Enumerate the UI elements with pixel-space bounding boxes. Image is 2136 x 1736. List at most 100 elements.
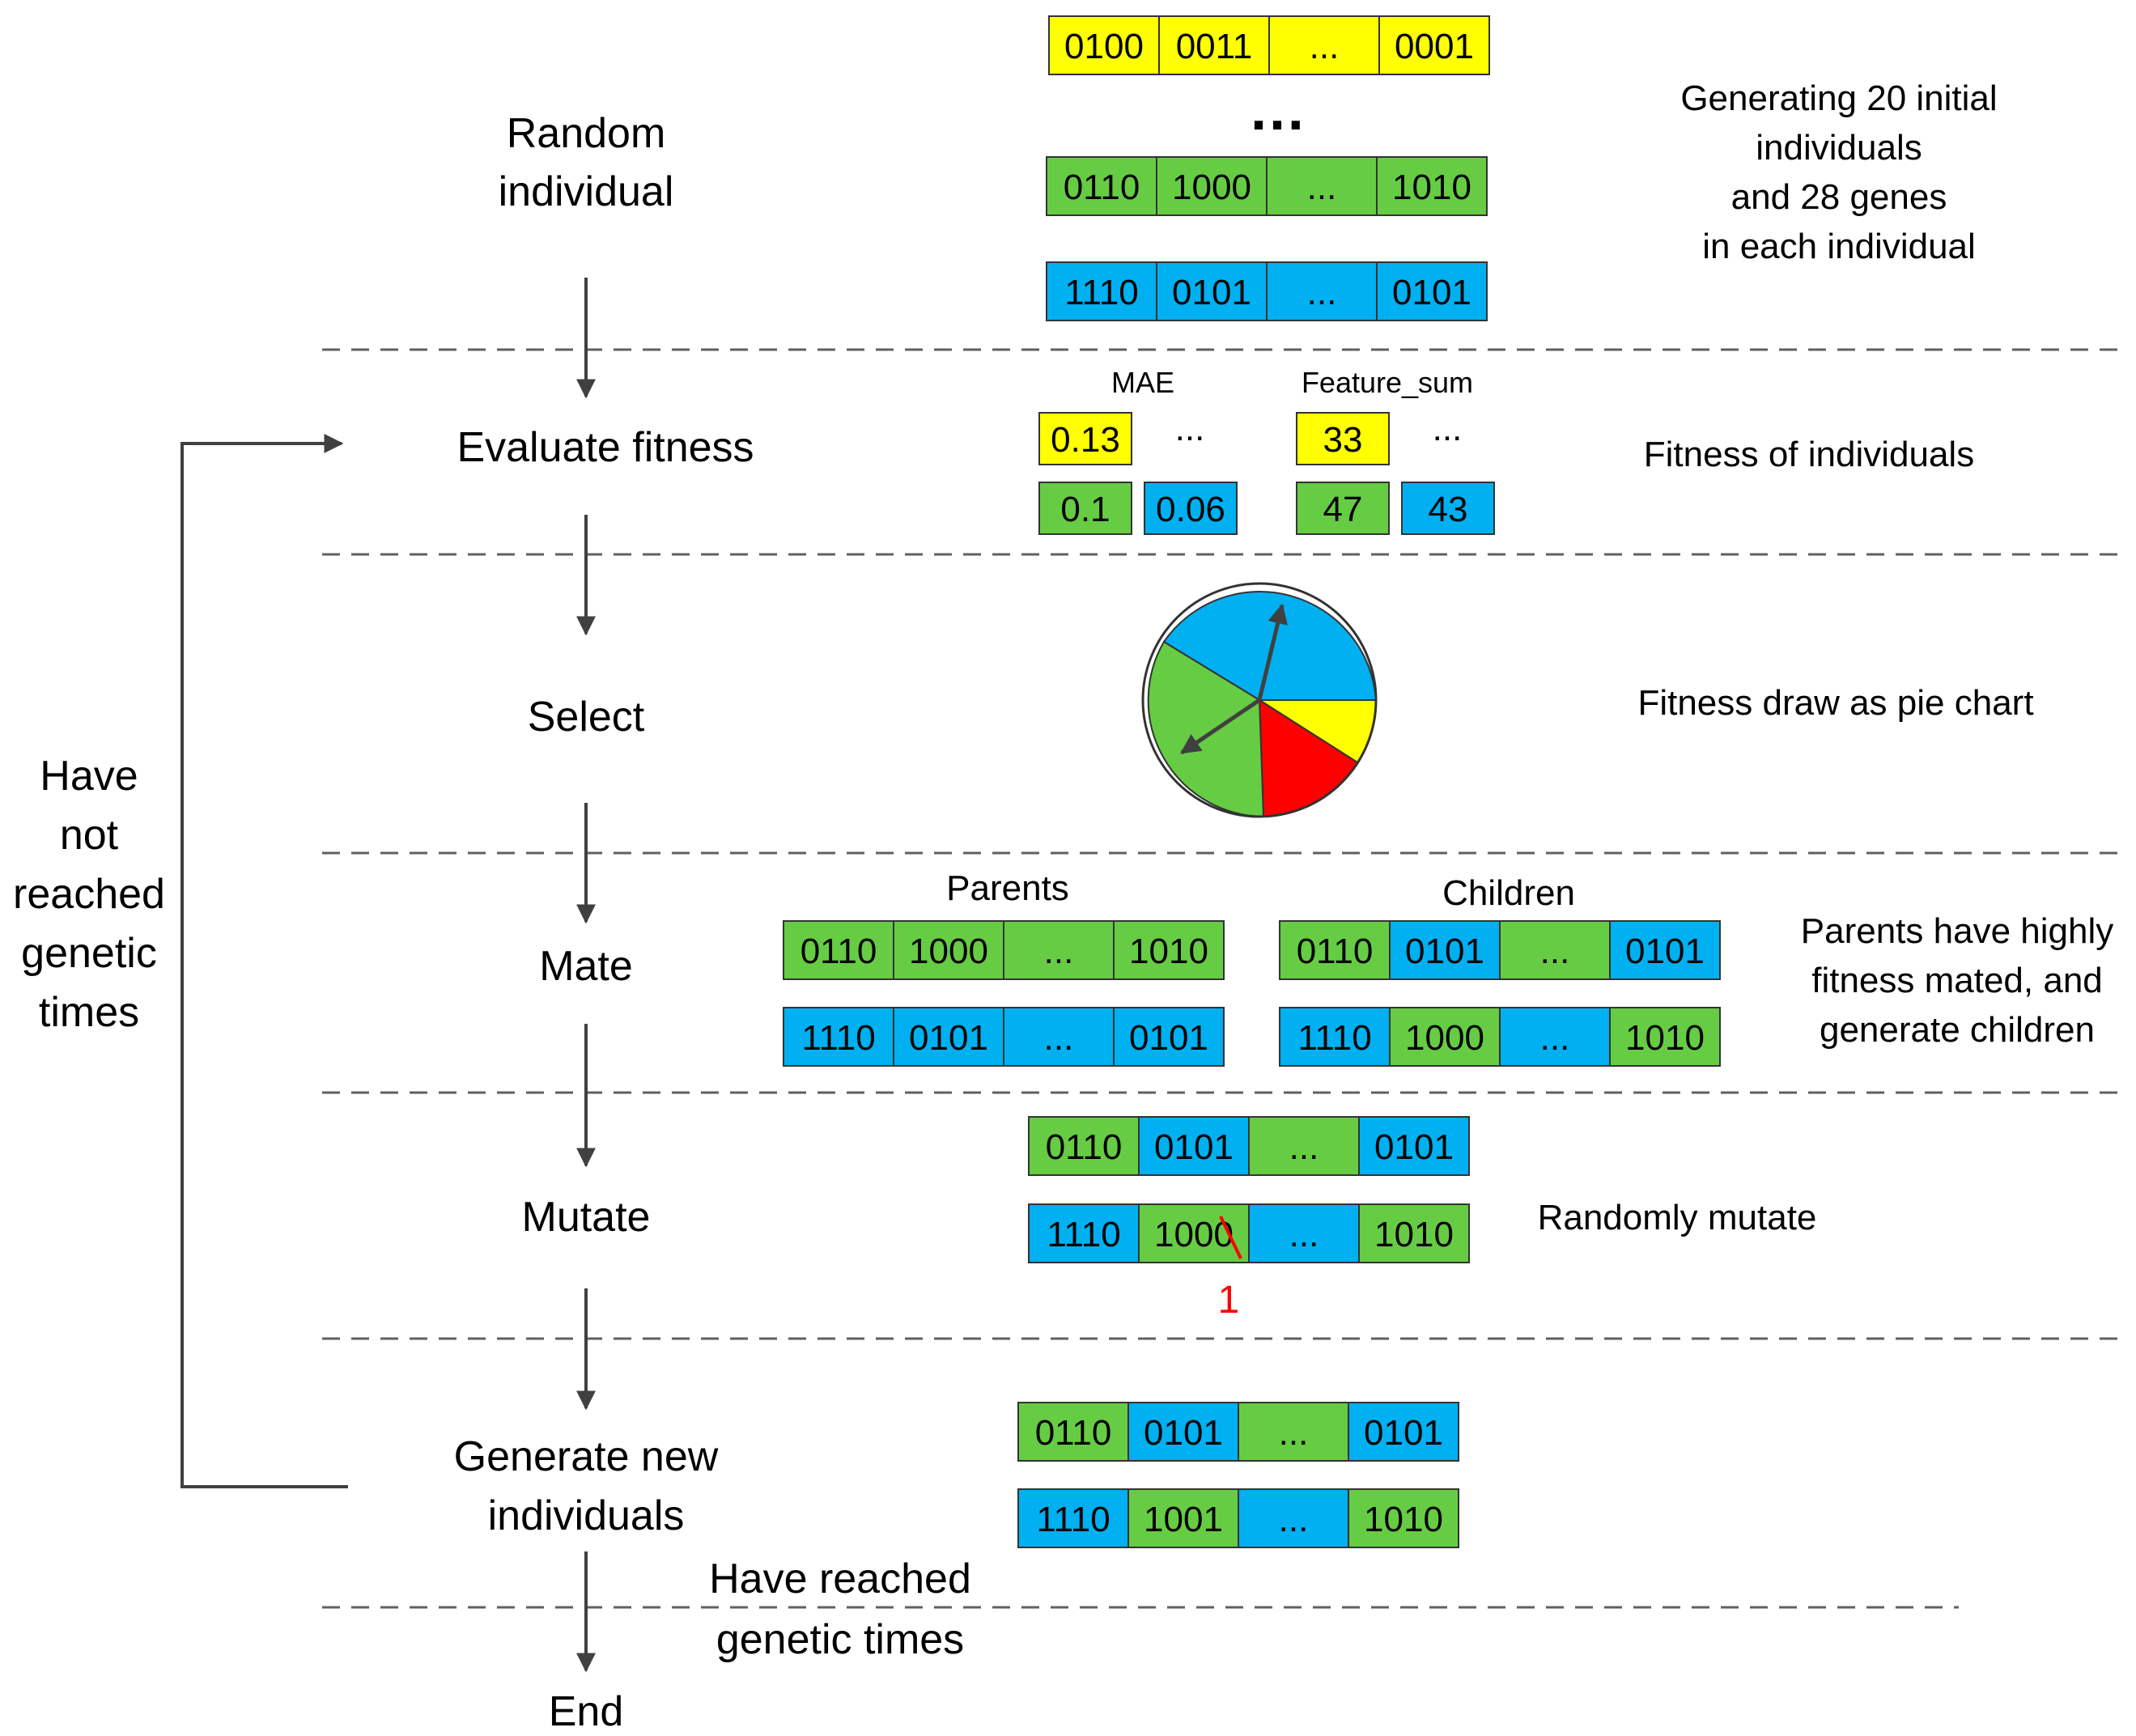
loop-label-line: times xyxy=(39,989,139,1036)
gene-cell: 0110 xyxy=(1017,1402,1129,1462)
step-labels: Random individual Evaluate fitness Selec… xyxy=(454,110,754,1735)
gene-cell: 1010 xyxy=(1113,920,1225,980)
gene-cell: ... xyxy=(1499,920,1611,980)
reached-label-line: Have reached xyxy=(709,1556,971,1602)
gene-value: ... xyxy=(1289,1127,1319,1167)
pie-outline xyxy=(1141,582,1378,818)
fitness-value: 0.13 xyxy=(1051,420,1120,460)
desc-mate-line: fitness mated, and xyxy=(1811,961,2103,1000)
fitness-value: 0.1 xyxy=(1060,490,1110,529)
gene-value: 0110 xyxy=(1046,1127,1123,1167)
desc-fitness: Fitness of individuals xyxy=(1644,435,1974,474)
gene-cell: 1010 xyxy=(1376,156,1488,216)
gene-value: 0100 xyxy=(1064,27,1144,66)
desc-random-line: in each individual xyxy=(1702,227,1976,266)
gene-value: 0110 xyxy=(1035,1413,1112,1453)
gene-cell: 0101 xyxy=(1348,1402,1459,1462)
gene-value: 1110 xyxy=(1036,1500,1110,1539)
step-generate-line2: individuals xyxy=(488,1492,685,1539)
fitness-cell-mae-top: 0.13 xyxy=(1038,412,1132,465)
feature-sum-label: Feature_sum xyxy=(1302,366,1473,399)
gene-value: 0101 xyxy=(1129,1018,1208,1058)
gene-value: ... xyxy=(1307,168,1337,207)
mae-label: MAE xyxy=(1111,366,1174,399)
pie-pointer-up xyxy=(1257,603,1288,701)
gene-cell: 1010 xyxy=(1358,1203,1470,1263)
desc-random-line: individuals xyxy=(1756,128,1922,168)
loop-label-line: Have xyxy=(40,753,138,800)
gene-value: 1000 xyxy=(909,932,988,971)
gene-value: ... xyxy=(1310,27,1340,66)
section-separators xyxy=(322,348,2129,1609)
gene-cell: ... xyxy=(1003,1007,1115,1067)
gene-value: 0011 xyxy=(1176,27,1253,66)
reached-label: Have reached genetic times xyxy=(709,1556,971,1663)
reached-label-line: genetic times xyxy=(716,1616,964,1663)
gene-value: 0110 xyxy=(1297,932,1374,971)
fitness-value: 0.06 xyxy=(1156,490,1225,529)
loop-label-line: genetic xyxy=(21,930,157,977)
gene-cell: 0101 xyxy=(893,1007,1004,1067)
chromosome-row: 1110 0101... 0101 xyxy=(1046,261,1488,321)
step-select: Select xyxy=(528,694,645,741)
parents-label: Parents xyxy=(946,868,1069,908)
gene-cell: 1000 xyxy=(1389,1007,1501,1067)
gene-cell: 1000 xyxy=(893,920,1004,980)
gene-value: 1110 xyxy=(1064,273,1138,312)
gene-value: 0101 xyxy=(1405,932,1484,971)
loop-label-line: not xyxy=(60,812,119,859)
step-evaluate-fitness: Evaluate fitness xyxy=(457,424,754,471)
gene-cell: ... xyxy=(1248,1203,1360,1263)
selection-pie xyxy=(1141,582,1378,818)
fitness-ellipsis: ... xyxy=(1175,409,1205,448)
mutation-value: 1 xyxy=(1218,1279,1240,1322)
fitness-cell-feature-green: 47 xyxy=(1296,482,1390,535)
step-end: End xyxy=(549,1688,624,1735)
fitness-cell-feature-blue: 43 xyxy=(1401,482,1495,535)
desc-random-line: and 28 genes xyxy=(1731,177,1947,217)
gene-value: ... xyxy=(1307,273,1337,312)
gene-cell: ... xyxy=(1238,1402,1349,1462)
gene-value: ... xyxy=(1540,932,1570,971)
gene-value: 1110 xyxy=(1047,1215,1120,1254)
desc-mate-line: Parents have highly xyxy=(1801,911,2113,951)
gene-value: 1010 xyxy=(1374,1215,1454,1254)
gene-value: 0101 xyxy=(1172,273,1251,312)
gene-value: 0101 xyxy=(1364,1413,1443,1453)
desc-random-line: Generating 20 initial xyxy=(1680,79,1997,118)
gene-cell: 0101 xyxy=(1609,920,1721,980)
gene-cell: 0100 xyxy=(1048,15,1160,75)
gene-cell: 0101 xyxy=(1376,261,1488,321)
fitness-value: 33 xyxy=(1323,420,1363,460)
fitness-cell-mae-blue: 0.06 xyxy=(1144,482,1238,535)
gene-cell: 0110 xyxy=(783,920,894,980)
desc-select: Fitness draw as pie chart xyxy=(1637,683,2033,723)
desc-mutate: Randomly mutate xyxy=(1538,1198,1817,1237)
loop-label-line: reached xyxy=(13,871,165,918)
gene-cell: 0110 xyxy=(1279,920,1391,980)
step-random-line1: Random xyxy=(507,110,666,157)
pie-pointer-down xyxy=(1179,698,1261,755)
gene-value: 1000 xyxy=(1405,1018,1484,1058)
gene-cell: 1110 xyxy=(1017,1488,1129,1548)
gene-cell: 1001 xyxy=(1127,1488,1239,1548)
gene-cell: 1010 xyxy=(1348,1488,1459,1548)
gene-cell: 1110 xyxy=(783,1007,894,1067)
gene-value: 1000 xyxy=(1172,168,1251,207)
gene-cell: ... xyxy=(1266,261,1378,321)
gene-value: 1010 xyxy=(1364,1500,1443,1539)
gene-value: ... xyxy=(1044,932,1074,971)
fitness-section: MAE Feature_sum 0.13 ... 33 ... 0.1 0.06… xyxy=(1038,366,1495,535)
gene-cell: 0001 xyxy=(1378,15,1490,75)
gene-value: 1001 xyxy=(1144,1500,1223,1539)
gene-cell: ... xyxy=(1499,1007,1611,1067)
gene-cell: 0011 xyxy=(1158,15,1270,75)
gene-cell: ... xyxy=(1238,1488,1349,1548)
